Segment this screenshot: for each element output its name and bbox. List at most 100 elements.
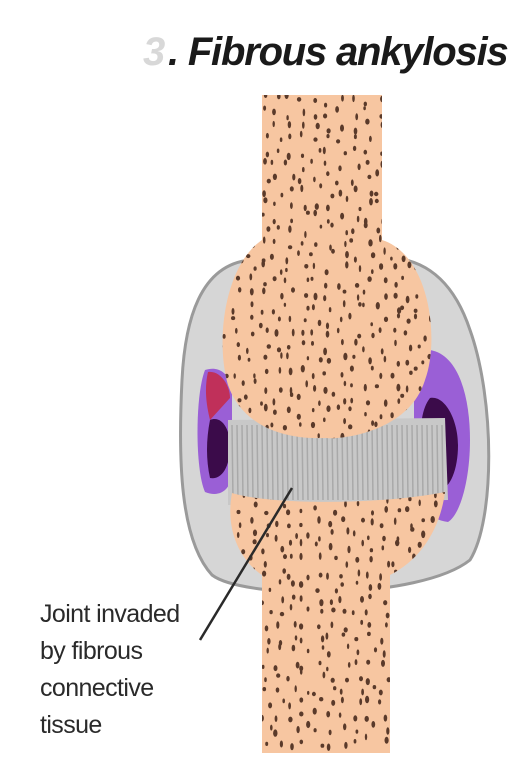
bone-pore: [218, 189, 222, 195]
bone-pore: [327, 651, 331, 657]
bone-pore: [299, 553, 302, 560]
bone-pore: [430, 234, 433, 241]
bone-pore: [409, 215, 412, 220]
bone-pore: [335, 106, 339, 113]
bone-pore: [270, 423, 273, 428]
fiber-strand: [372, 425, 373, 500]
bone-pore: [399, 595, 403, 600]
bone-pore: [343, 723, 346, 730]
bone-pore: [240, 617, 244, 624]
bone-pore: [327, 744, 331, 751]
bone-pore: [240, 651, 243, 657]
bone-pore: [294, 621, 297, 628]
bone-pore: [415, 177, 419, 181]
bone-pore: [263, 158, 267, 165]
bone-pore: [303, 109, 306, 117]
bone-pore: [415, 185, 418, 191]
bone-pore: [351, 228, 354, 234]
bone-pore: [392, 714, 396, 718]
bone-pore: [312, 692, 316, 696]
bone-pore: [368, 594, 372, 599]
bone-pore: [360, 620, 363, 625]
fiber-strand: [427, 425, 428, 500]
bone-pore: [273, 729, 277, 736]
bone-pore: [278, 644, 281, 651]
bone-pore: [251, 332, 255, 337]
fiber-strand: [262, 425, 263, 500]
bone-pore: [276, 673, 280, 677]
bone-pore: [325, 269, 329, 275]
bone-pore: [417, 258, 421, 263]
bone-pore: [226, 727, 229, 732]
bone-pore: [340, 317, 343, 323]
bone-pore: [280, 546, 284, 553]
bone-pore: [289, 540, 292, 546]
bone-pore: [287, 524, 291, 529]
bone-pore: [408, 547, 411, 553]
bone-pore: [250, 652, 253, 659]
bone-pore: [300, 185, 303, 192]
fiber-strand: [442, 425, 443, 500]
bone-pore: [315, 203, 319, 210]
bone-pore: [366, 400, 370, 405]
bone-pore: [236, 125, 239, 132]
bone-pore: [326, 205, 330, 212]
bone-pore: [404, 186, 407, 191]
bone-pore: [260, 715, 264, 722]
bone-pore: [399, 659, 403, 665]
bone-pore: [379, 235, 382, 242]
bone-pore: [381, 660, 385, 667]
bone-pore: [300, 131, 303, 138]
bone-pore: [365, 716, 369, 722]
bone-pore: [354, 637, 358, 641]
bone-pore: [262, 665, 265, 669]
bone-pore: [381, 348, 384, 354]
bone-pore: [261, 310, 264, 315]
bone-pore: [277, 347, 281, 352]
bone-pore: [313, 505, 317, 510]
bone-pore: [248, 727, 251, 732]
bone-pore: [406, 385, 409, 392]
bone-pore: [359, 676, 363, 681]
bone-pore: [414, 367, 418, 371]
bone-pore: [391, 626, 395, 633]
bone-pore: [319, 148, 322, 153]
bone-pore: [407, 699, 410, 706]
bone-pore: [237, 215, 241, 220]
bone-pore: [379, 373, 382, 379]
bone-pore: [423, 335, 426, 341]
bone-pore: [287, 407, 291, 414]
bone-pore: [404, 659, 408, 666]
bone-pore: [394, 734, 398, 741]
bone-pore: [396, 243, 399, 250]
bone-pore: [305, 380, 308, 387]
bone-pore: [269, 588, 272, 592]
bone-pore: [339, 190, 343, 197]
bone-pore: [431, 160, 433, 166]
bone-pore: [292, 174, 295, 181]
bone-pore: [446, 584, 449, 590]
bone-pore: [433, 107, 436, 111]
bone-pore: [344, 627, 348, 632]
bone-pore: [320, 225, 323, 229]
bone-pore: [366, 572, 369, 579]
bone-pore: [322, 371, 326, 375]
bone-pore: [353, 715, 357, 721]
bone-pore: [384, 399, 388, 406]
bone-pore: [361, 518, 365, 523]
bone-pore: [300, 595, 303, 602]
bone-pore: [418, 626, 422, 631]
bone-pore: [246, 254, 250, 258]
bone-pore: [378, 583, 382, 590]
bone-pore: [327, 219, 330, 224]
bone-pore: [264, 677, 267, 682]
fiber-strand: [387, 425, 388, 500]
bone-pore: [310, 329, 313, 335]
bone-pore: [235, 658, 239, 663]
bone-pore: [370, 548, 373, 552]
bone-pore: [236, 175, 238, 182]
bone-pore: [379, 114, 383, 119]
bone-pore: [361, 689, 364, 696]
bone-pore: [313, 98, 317, 103]
bone-pore: [289, 368, 293, 376]
